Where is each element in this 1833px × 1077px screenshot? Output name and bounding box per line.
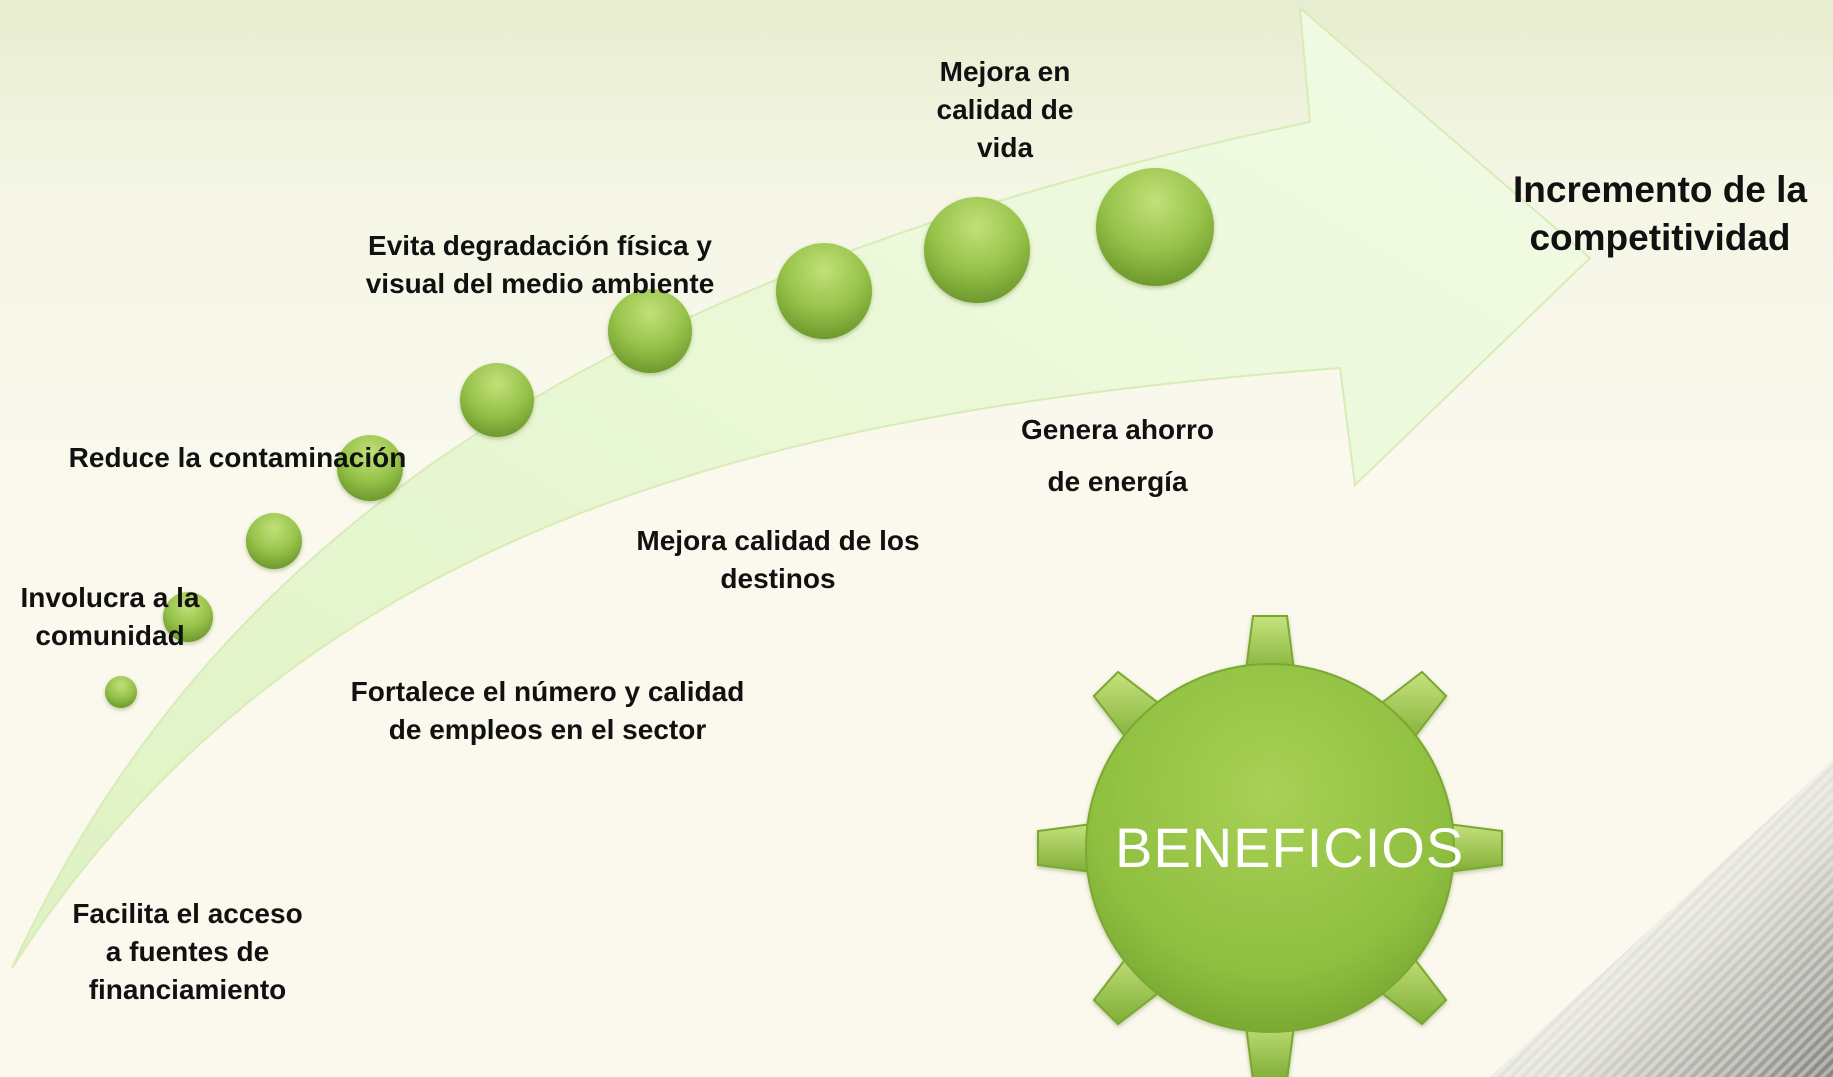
label-financiamiento: Facilita el acceso a fuentes de financia…: [50, 895, 325, 1009]
label-ahorro-energia: Genera ahorro de energía: [1000, 404, 1235, 508]
progress-circle-6: [608, 289, 692, 373]
gear: [1037, 615, 1503, 1077]
progress-circle-3: [246, 513, 302, 569]
label-financiamiento-l2: a fuentes de: [105, 936, 270, 967]
label-empleos: Fortalece el número y calidad de empleos…: [320, 673, 775, 749]
progress-circle-9: [1096, 168, 1214, 286]
label-calidad-vida-l1: Mejora en: [939, 56, 1071, 87]
label-financiamiento-l1: Facilita el acceso: [72, 898, 303, 929]
label-degradacion: Evita degradación física y visual del me…: [340, 227, 740, 303]
label-destinos-l1: Mejora calidad de los: [636, 525, 920, 556]
progress-circle-7: [776, 243, 872, 339]
progress-circles: [105, 168, 1214, 708]
label-calidad-vida: Mejora en calidad de vida: [900, 53, 1110, 167]
gear-body: [1085, 663, 1455, 1033]
label-competitividad: Incremento de la competitividad: [1495, 166, 1825, 262]
progress-circle-4: [337, 435, 403, 501]
label-calidad-vida-l2: calidad de: [936, 94, 1074, 125]
label-degradacion-l1: Evita degradación física y: [368, 230, 712, 261]
label-comunidad-l2: comunidad: [35, 620, 185, 651]
progress-circle-5: [460, 363, 534, 437]
label-ahorro-energia-l1: Genera ahorro: [1021, 414, 1214, 445]
corner-stripes: [1490, 760, 1833, 1077]
label-comunidad-l1: Involucra a la: [20, 582, 200, 613]
label-competitividad-l1: Incremento de la: [1512, 169, 1808, 210]
label-financiamiento-l3: financiamiento: [88, 974, 287, 1005]
label-destinos-l2: destinos: [720, 563, 836, 594]
progress-circle-2: [163, 592, 213, 642]
label-destinos: Mejora calidad de los destinos: [608, 522, 948, 598]
label-contaminacion: Reduce la contaminación: [55, 439, 420, 477]
label-contaminacion-l1: Reduce la contaminación: [68, 442, 407, 473]
label-empleos-l2: de empleos en el sector: [388, 714, 707, 745]
label-degradacion-l2: visual del medio ambiente: [365, 268, 715, 299]
label-ahorro-energia-l2: de energía: [1047, 466, 1188, 497]
progress-circle-1: [105, 676, 137, 708]
label-calidad-vida-l3: vida: [976, 132, 1034, 163]
label-comunidad: Involucra a la comunidad: [0, 579, 220, 655]
label-empleos-l1: Fortalece el número y calidad: [350, 676, 745, 707]
gear-label: BENEFICIOS: [1115, 816, 1465, 879]
progress-circle-8: [924, 197, 1030, 303]
label-competitividad-l2: competitividad: [1529, 217, 1791, 258]
